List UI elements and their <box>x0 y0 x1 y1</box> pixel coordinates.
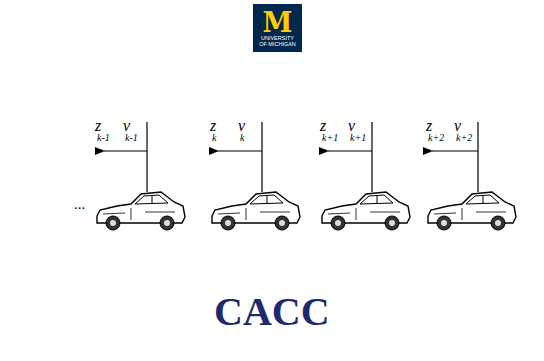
speed-symbol: v <box>348 118 355 134</box>
car-3 <box>322 122 410 230</box>
logo-mark: M <box>263 9 293 36</box>
car <box>97 192 185 230</box>
subscript: k+2 <box>456 133 472 143</box>
subscript: k+1 <box>322 133 338 143</box>
car-1 <box>97 122 185 230</box>
spacing-symbol: z <box>95 118 101 134</box>
subscript: k+1 <box>350 133 366 143</box>
logo-box: MUNIVERSITY OF MICHIGAN <box>253 4 302 52</box>
spacing-symbol: z <box>426 118 432 134</box>
reference-line <box>146 122 147 192</box>
car <box>212 192 300 230</box>
subscript: k <box>240 133 244 143</box>
direction-arrow <box>104 150 147 151</box>
subscript: k-1 <box>125 133 138 143</box>
direction-arrow <box>328 150 372 151</box>
direction-arrow <box>218 150 262 151</box>
car <box>428 192 516 230</box>
reference-line <box>261 122 262 192</box>
car <box>322 192 410 230</box>
car-4 <box>428 122 516 230</box>
speed-symbol: v <box>454 118 461 134</box>
car-2 <box>212 122 300 230</box>
logo-text: UNIVERSITY OF MICHIGAN <box>258 36 298 48</box>
speed-symbol: v <box>123 118 130 134</box>
subscript: k <box>212 133 216 143</box>
speed-symbol: v <box>238 118 245 134</box>
spacing-symbol: z <box>210 118 216 134</box>
reference-line <box>371 122 372 192</box>
spacing-symbol: z <box>320 118 326 134</box>
subscript: k+2 <box>428 133 444 143</box>
title: CACC <box>214 292 330 332</box>
reference-line <box>477 122 478 192</box>
ellipsis: ... <box>74 197 85 212</box>
subscript: k-1 <box>97 133 110 143</box>
direction-arrow <box>432 150 478 151</box>
